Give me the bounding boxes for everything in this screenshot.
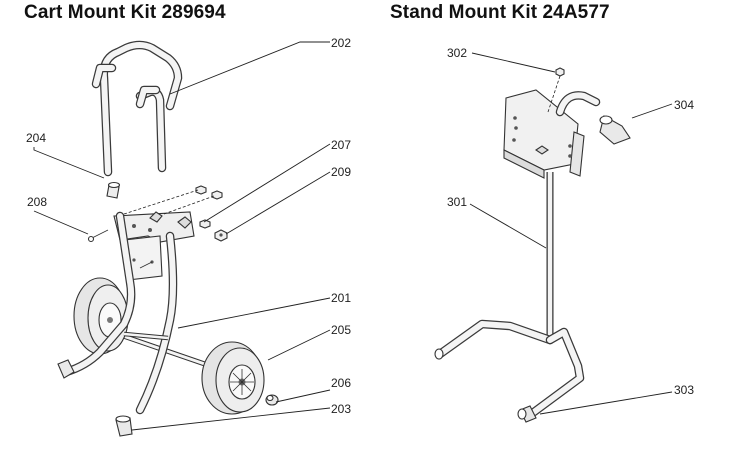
callout-304: 304 — [674, 98, 694, 112]
callout-203: 203 — [331, 402, 351, 416]
assembly-dashline — [123, 189, 199, 215]
stand-assembly: 302 304 301 303 — [434, 46, 694, 423]
callout-202: 202 — [331, 36, 351, 50]
nut-209 — [214, 229, 228, 242]
leader-204 — [33, 147, 105, 179]
mounting-bracket — [113, 211, 195, 281]
cart-handle — [91, 40, 183, 177]
callout-209: 209 — [331, 165, 351, 179]
leader-303 — [539, 391, 673, 415]
stand-mounting-plate — [503, 89, 585, 179]
wheel-right — [201, 341, 265, 415]
leader-208 — [33, 210, 89, 235]
stand-handle — [555, 91, 601, 117]
cart-frame — [61, 211, 178, 415]
callout-201: 201 — [331, 291, 351, 305]
stand-base — [434, 319, 585, 417]
callout-207: 207 — [331, 138, 351, 152]
callout-302: 302 — [447, 46, 467, 60]
leader-304 — [631, 103, 673, 119]
wheel-left — [73, 277, 129, 355]
callout-303: 303 — [674, 383, 694, 397]
handle-plug — [106, 181, 121, 199]
handle-grip — [599, 115, 631, 145]
callout-208: 208 — [27, 195, 47, 209]
leader-201 — [177, 297, 331, 329]
leader-301 — [469, 203, 547, 249]
leader-206 — [275, 389, 331, 403]
leader-203 — [131, 407, 331, 431]
cart-assembly: 202 204 207 209 208 201 205 206 203 — [26, 36, 351, 437]
bolt-208 — [87, 229, 109, 243]
leader-205 — [267, 329, 331, 361]
leader-202 — [169, 41, 330, 95]
foot-cap — [57, 359, 133, 437]
nut-207 — [195, 185, 223, 229]
callout-205: 205 — [331, 323, 351, 337]
callout-204: 204 — [26, 131, 46, 145]
leader-209 — [225, 171, 331, 235]
callout-206: 206 — [331, 376, 351, 390]
callout-301: 301 — [447, 195, 467, 209]
cart-mount-kit-title: Cart Mount Kit 289694 — [24, 2, 226, 23]
stand-foot-cap — [517, 405, 537, 423]
stand-mount-kit-title: Stand Mount Kit 24A577 — [390, 2, 610, 23]
assembly-dashline — [163, 195, 215, 215]
leader-207 — [203, 143, 331, 223]
leader-302 — [471, 52, 556, 73]
bolt — [139, 261, 153, 269]
bolt-302 — [547, 67, 565, 113]
hub-cap — [265, 394, 279, 406]
